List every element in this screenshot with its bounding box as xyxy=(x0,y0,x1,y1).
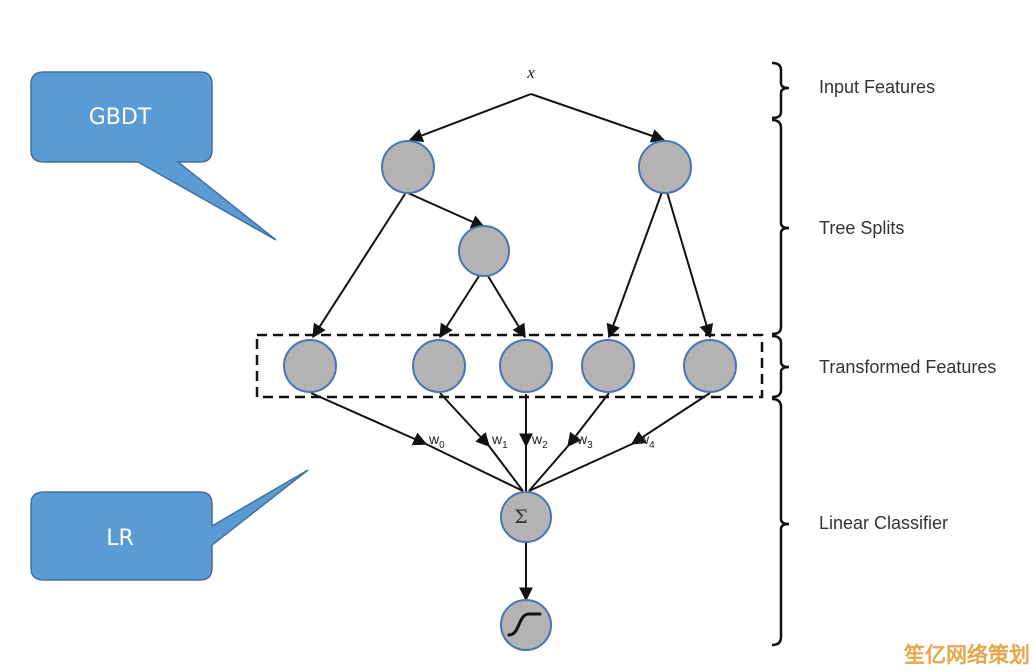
weight-edge-0 xyxy=(310,392,428,446)
section-label-linear-classifier: Linear Classifier xyxy=(819,513,948,533)
tree-edges xyxy=(312,93,714,339)
weight-edge-1 xyxy=(439,392,490,448)
tree-node-left xyxy=(381,140,435,194)
edge-left-to-mid xyxy=(407,192,486,229)
edge-right-to-leaf4 xyxy=(666,191,714,339)
sum-node xyxy=(500,491,552,543)
section-label-transformed-features: Transformed Features xyxy=(819,357,996,377)
leaf-node-2 xyxy=(499,339,553,393)
brace-transformed-features xyxy=(771,334,790,399)
gbdt-callout xyxy=(30,71,277,241)
edge-mid-to-leaf2 xyxy=(487,275,526,339)
weight-label-3: w3 xyxy=(576,431,593,451)
lr-callout xyxy=(30,469,309,581)
leaf-node-1 xyxy=(412,339,466,393)
brace-tree-splits xyxy=(771,118,790,336)
brace-linear-classifier xyxy=(771,397,790,647)
weight-label-2: w2 xyxy=(531,431,548,451)
section-label-input-features: Input Features xyxy=(819,77,935,97)
weight-label-1: w1 xyxy=(491,431,508,451)
leaf-node-3 xyxy=(581,339,635,393)
leaf-node-4 xyxy=(683,339,737,393)
edge-right-to-leaf3 xyxy=(606,191,663,339)
transformed-features-box xyxy=(255,333,764,399)
edge-root-right xyxy=(530,93,666,143)
input-label: x xyxy=(526,63,535,82)
edge-left-to-leaf0 xyxy=(312,193,406,339)
weight-edge-3-rest xyxy=(528,445,569,492)
sigmoid-icon xyxy=(507,612,542,637)
sigmoid-node xyxy=(500,599,552,651)
sum-symbol: Σ xyxy=(514,506,527,528)
tree-node-mid xyxy=(458,225,510,277)
section-label-tree-splits: Tree Splits xyxy=(819,218,904,238)
weight-edges xyxy=(310,392,711,602)
tree-nodes xyxy=(283,140,737,651)
weight-label-0: w0 xyxy=(428,431,445,451)
weight-edge-4-rest xyxy=(528,443,633,492)
edge-mid-to-leaf1 xyxy=(439,275,480,339)
weight-edge-3 xyxy=(567,392,610,448)
lr-callout-label: LR xyxy=(106,526,134,551)
brace-input-features xyxy=(771,61,790,120)
weight-edge-1-rest xyxy=(488,445,524,492)
edge-root-left xyxy=(408,93,532,143)
gbdt-callout-label: GBDT xyxy=(89,105,152,130)
watermark-logo: 笙亿网络策划 xyxy=(903,643,1030,667)
weight-label-4: w4 xyxy=(638,431,655,451)
tree-node-right xyxy=(638,140,692,194)
section-braces xyxy=(771,61,790,647)
weight-edge-4 xyxy=(630,392,711,445)
weight-edge-0-rest xyxy=(425,443,524,492)
leaf-node-0 xyxy=(283,339,337,393)
